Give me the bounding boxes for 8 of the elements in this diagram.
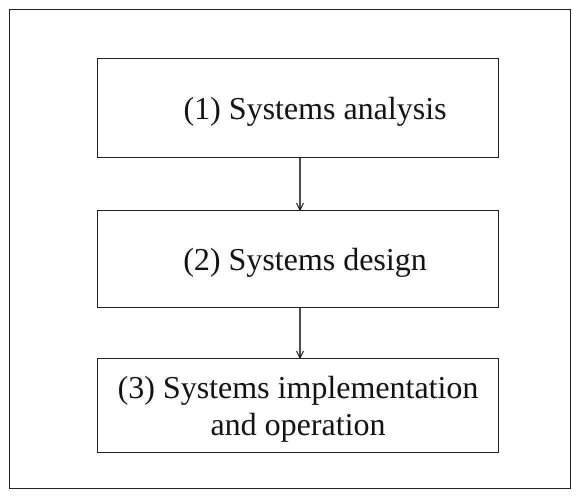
process-box: [97, 358, 499, 453]
box-label: (1) Systems analysis: [183, 90, 447, 126]
box-label: (3) Systems implementation and operation: [116, 368, 480, 442]
arrow: [296, 158, 304, 211]
box-label: (2) Systems design: [183, 240, 427, 278]
arrow: [296, 308, 304, 359]
process-box: [97, 58, 499, 158]
process-box: [97, 210, 499, 308]
